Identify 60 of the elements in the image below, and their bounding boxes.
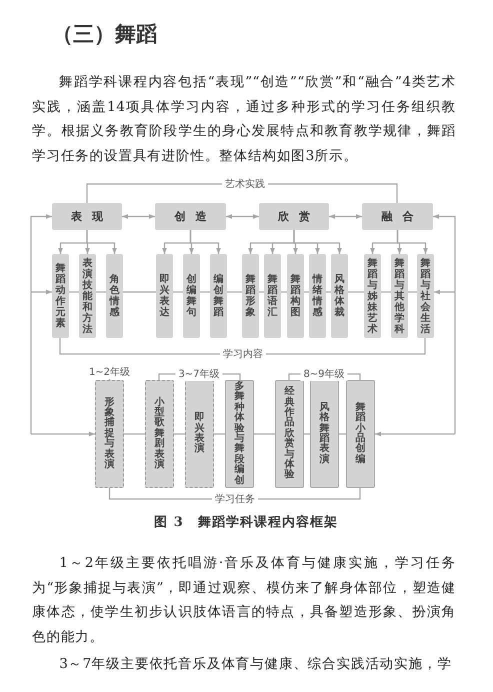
category-box: 表现 [52, 203, 122, 230]
content-box: 舞蹈语汇 [264, 254, 281, 338]
content-box: 情绪情感 [309, 254, 326, 338]
paragraph: 3～7年级主要依托音乐及体育与健康、综合实践活动实施，学 [58, 655, 453, 674]
connector [122, 214, 155, 219]
connector [31, 432, 95, 436]
content-box: 编创舞蹈 [210, 254, 227, 338]
connector [254, 433, 275, 435]
category-box: 融合 [362, 203, 433, 230]
connector [434, 290, 455, 294]
content-box: 即兴表达 [156, 254, 173, 338]
connector [214, 433, 225, 435]
content-box: 舞蹈与其他学科 [391, 254, 408, 338]
content-box: 舞蹈与姊妹艺术 [364, 254, 381, 338]
connector [433, 214, 456, 434]
task-box: 风格舞蹈表演 [310, 380, 339, 488]
connector [227, 291, 242, 293]
content-box: 舞蹈构图 [287, 254, 304, 338]
grade-label: 3~7年级 [175, 367, 223, 381]
content-box: 创编舞句 [183, 254, 200, 338]
paragraph: 舞蹈学科课程内容包括“表现”“创造”“欣赏”和“融合”4类艺术实践，涵盖14项具体学习内容，通过多种形式的学习任务组织教学。根据义务教育阶段学生的身心发展特点和教育教学规律，舞蹈学习任务的设置具有进阶性。整体结构如图3所示。 [32, 73, 456, 166]
figure-caption: 图 3 舞蹈学科课程内容框架 [154, 514, 338, 531]
content-box: 舞蹈形象 [242, 254, 259, 338]
connector [375, 432, 455, 436]
connector [226, 214, 259, 219]
section-heading: （三）舞蹈 [52, 20, 157, 48]
connector [200, 291, 210, 293]
connector [329, 214, 362, 219]
connector [396, 230, 428, 254]
category-box: 欣赏 [259, 203, 329, 230]
task-box: 形象捕捉与表演 [95, 380, 124, 488]
connector [348, 291, 364, 293]
connector [96, 291, 106, 293]
bracket-label: 学习任务 [212, 492, 258, 506]
content-box: 舞蹈与社会生活 [417, 254, 434, 338]
connector [174, 433, 185, 435]
bracket-label: 艺术实践 [222, 177, 268, 191]
connector [30, 214, 52, 434]
connector [69, 291, 79, 293]
task-box: 舞蹈小品创编 [346, 380, 375, 488]
task-box: 经典作品欣赏与体验 [275, 380, 304, 488]
content-box: 风格体裁 [331, 254, 348, 338]
content-box: 舞蹈动作元素 [52, 254, 69, 338]
paragraph: 1～2年级主要依托唱游·音乐及体育与健康实施，学习任务为“形象捕捉与表演”，即通过观察、模仿来了解身体部位，塑造健康体态，使学生初步认识肢体语言的特点，具备塑造形象、扮演角色的能力。 [32, 554, 456, 646]
connector [190, 230, 221, 254]
task-box: 多舞种体验与舞段编创 [225, 380, 254, 488]
bracket-label: 学习内容 [220, 347, 266, 361]
connector [123, 291, 156, 293]
content-box: 表演技能和方法 [79, 254, 96, 338]
task-box: 小型歌舞剧表演 [145, 380, 174, 488]
task-box: 即兴表演 [185, 380, 214, 488]
connector [293, 230, 342, 254]
connector [124, 433, 145, 435]
category-box: 创造 [155, 203, 226, 230]
content-box: 角色情感 [106, 254, 123, 338]
connector [31, 290, 52, 294]
connector [86, 230, 117, 254]
connector [381, 291, 391, 293]
connector [173, 291, 183, 293]
grade-label: 8~9年级 [300, 367, 348, 381]
